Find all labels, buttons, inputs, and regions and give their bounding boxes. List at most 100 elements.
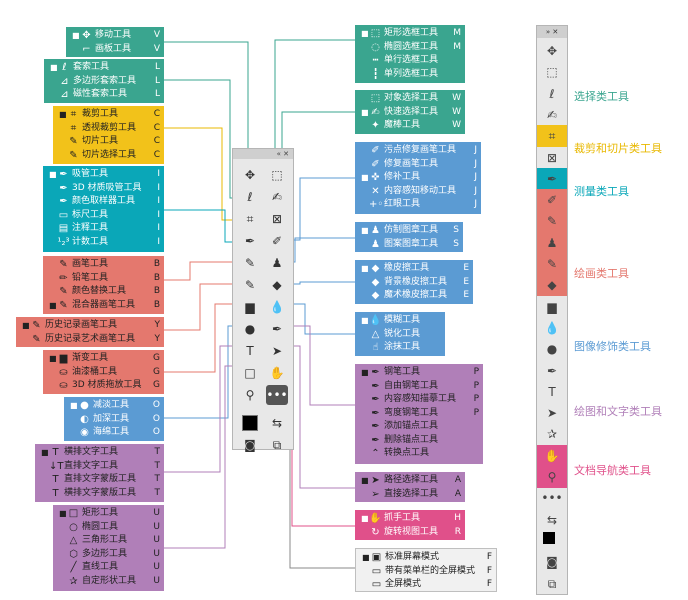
tool-item[interactable]: ✒添加锚点工具 <box>361 420 479 434</box>
tool-more-icon[interactable]: ••• <box>266 385 288 405</box>
tool-screenmode-icon[interactable]: ⧉ <box>272 438 282 452</box>
panel-tool-icon[interactable]: ℓ <box>549 86 555 101</box>
tool-hand-icon[interactable]: ✋ <box>269 366 285 380</box>
tool-item[interactable]: ☝涂抹工具 <box>361 341 441 355</box>
panel-tool-icon[interactable]: ● <box>546 342 558 357</box>
tool-item[interactable]: ■💧模糊工具 <box>361 314 441 328</box>
tool-marquee-icon[interactable]: ⬚ <box>271 168 283 182</box>
toolbar-header[interactable]: « ✕ <box>233 149 293 159</box>
panel-header[interactable]: » ✕ <box>537 26 567 38</box>
tool-blur-icon[interactable]: 💧 <box>269 300 285 314</box>
panel-tool-icon[interactable]: ⊠ <box>546 150 558 165</box>
panel-tool-icon[interactable]: ✋ <box>537 444 567 467</box>
panel-tool-icon[interactable]: ✒ <box>546 363 558 378</box>
tool-eraser-icon[interactable]: ◆ <box>272 278 282 292</box>
tool-item[interactable]: ⌃转换点工具 <box>361 447 479 461</box>
tool-eyedropper-icon[interactable]: ✒ <box>244 234 256 248</box>
tool-dodge-icon[interactable]: ● <box>244 322 256 336</box>
panel-tool-icon[interactable]: ✎ <box>537 253 567 275</box>
panel-tool-icon[interactable]: ♟ <box>537 231 567 254</box>
panel-tool-icon[interactable]: ••• <box>541 491 563 506</box>
tool-colors-icon[interactable] <box>239 413 264 437</box>
panel-tool-icon[interactable]: ✒ <box>537 167 567 190</box>
tool-quickselect-icon[interactable]: ✍ <box>271 190 283 204</box>
tool-brush-icon[interactable]: ✎ <box>244 256 256 270</box>
tool-swap-icon[interactable]: ⇆ <box>271 416 283 430</box>
tool-item[interactable]: ✒删除锚点工具 <box>361 434 479 448</box>
tool-item[interactable]: △锐化工具 <box>361 328 441 342</box>
tool-crop-icon[interactable]: ⌗ <box>246 212 254 226</box>
tool-heal-icon[interactable]: ✐ <box>271 234 283 248</box>
panel-tool-icon[interactable]: ▆ <box>547 299 557 314</box>
tool-item[interactable]: ┅单行选框工具 <box>361 54 461 68</box>
tool-item[interactable]: ┇单列选框工具 <box>361 68 461 82</box>
tool-lasso-icon[interactable]: ℓ <box>247 190 253 204</box>
panel-tool-icon[interactable]: ⚲ <box>537 466 567 488</box>
panel-tool-icon[interactable]: ⌗ <box>537 125 567 148</box>
panel-tool-icon[interactable]: ◙ <box>546 555 558 570</box>
panel-tool-icon[interactable]: ⇆ <box>546 512 558 527</box>
panel-tool-icon[interactable]: ✍ <box>546 107 558 122</box>
tool-pen-icon[interactable]: ✒ <box>271 322 283 336</box>
panel-tool-icon[interactable]: ✰ <box>546 427 558 442</box>
panel-tool-icon[interactable]: ⬚ <box>546 65 558 80</box>
panel-tool-icon[interactable]: ✎ <box>537 210 567 233</box>
tool-zoom-icon[interactable]: ⚲ <box>245 388 255 402</box>
tool-quickmask-icon[interactable]: ◙ <box>244 438 256 452</box>
panel-tool-icon[interactable]: ◆ <box>537 274 567 297</box>
tool-gradient-icon[interactable]: ▆ <box>245 300 255 314</box>
tool-move-icon[interactable]: ✥ <box>244 168 256 182</box>
tool-stamp-icon[interactable]: ♟ <box>271 256 283 270</box>
panel-tool-icon[interactable]: T <box>548 384 556 399</box>
